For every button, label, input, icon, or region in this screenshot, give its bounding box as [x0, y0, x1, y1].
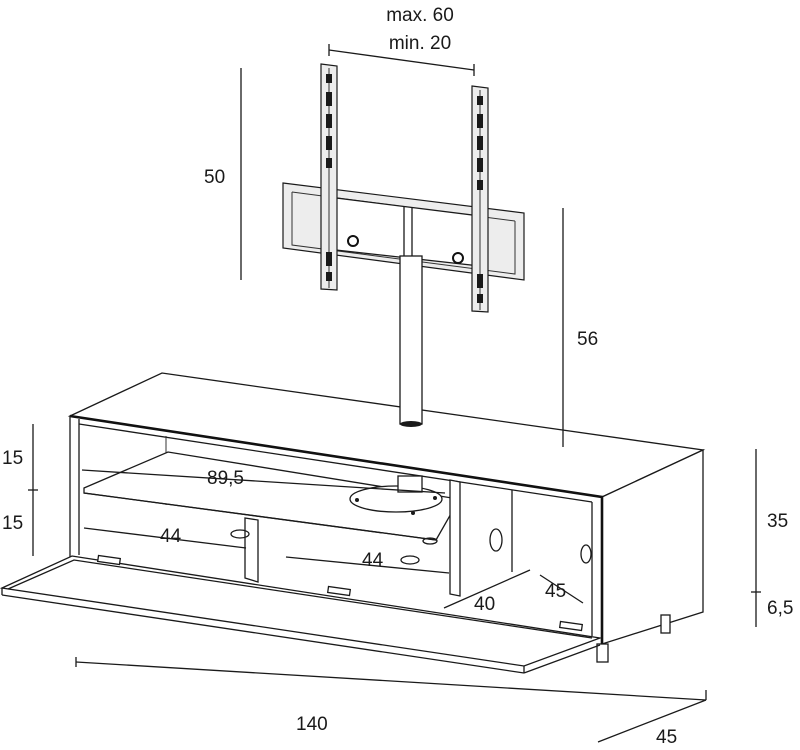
hinge-icon — [326, 585, 352, 597]
label-shelf-bottom: 15 — [2, 513, 23, 534]
hinge-icon — [96, 554, 122, 566]
label-left-compartment: 44 — [160, 526, 182, 547]
label-cabinet-height: 35 — [767, 511, 788, 532]
support-column — [399, 255, 423, 425]
label-mount-max: max. 60 — [386, 5, 454, 26]
left-divider — [244, 517, 259, 583]
leg-front — [596, 643, 609, 663]
cable-hole-icon — [489, 528, 503, 552]
dimension-lines — [28, 44, 761, 743]
knob-left-icon — [347, 235, 359, 247]
label-leg-height: 6,5 — [767, 598, 793, 619]
leg-right — [660, 614, 671, 634]
hinge-icon — [558, 620, 584, 632]
cable-hole-icon — [400, 555, 420, 565]
tv-mount-bracket — [282, 63, 525, 313]
cabinet — [0, 255, 706, 674]
cable-hole-icon — [580, 544, 592, 564]
knob-right-icon — [452, 252, 464, 264]
right-divider — [449, 479, 461, 597]
label-total-depth: 45 — [656, 727, 677, 748]
label-right-compartment-depth: 45 — [545, 581, 566, 602]
label-inner-width: 89,5 — [207, 468, 244, 489]
drop-down-flap — [0, 555, 603, 667]
dimension-labels: max. 60 min. 20 50 56 15 15 89,5 44 44 4… — [2, 5, 793, 748]
label-middle-compartment: 44 — [362, 550, 384, 571]
label-column-height: 56 — [577, 329, 598, 350]
label-mount-min: min. 20 — [389, 33, 451, 54]
label-bracket-height: 50 — [204, 167, 225, 188]
label-shelf-top: 15 — [2, 448, 23, 469]
label-right-compartment-width: 40 — [474, 594, 495, 615]
cable-hole-icon — [422, 537, 438, 545]
cable-hole-icon — [230, 529, 250, 539]
label-total-width: 140 — [296, 714, 328, 735]
